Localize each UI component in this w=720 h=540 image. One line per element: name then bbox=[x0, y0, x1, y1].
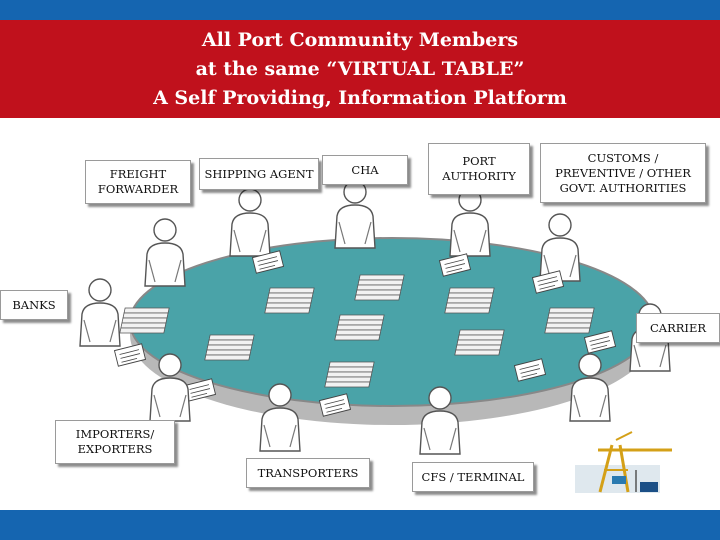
label-freight-forwarder: FREIGHT FORWARDER bbox=[85, 160, 191, 204]
document-stack-icon bbox=[204, 334, 255, 361]
document-stack-icon bbox=[324, 361, 375, 388]
label-cha: CHA bbox=[322, 155, 408, 185]
person-icon bbox=[229, 188, 271, 257]
label-cfs-terminal: CFS / TERMINAL bbox=[412, 462, 534, 492]
document-stack-icon bbox=[544, 307, 595, 334]
title-line-2: at the same “VIRTUAL TABLE” bbox=[195, 57, 525, 80]
person-icon bbox=[79, 278, 121, 347]
document-stack-icon bbox=[264, 287, 315, 314]
top-bar bbox=[0, 0, 720, 20]
title-line-3: A Self Providing, Information Platform bbox=[153, 86, 567, 109]
label-port-authority: PORT AUTHORITY bbox=[428, 143, 530, 195]
person-icon bbox=[144, 218, 186, 287]
label-transporters: TRANSPORTERS bbox=[246, 458, 370, 488]
crane-icon bbox=[575, 431, 672, 493]
person-icon bbox=[449, 188, 491, 257]
document-icon bbox=[114, 343, 146, 367]
label-importers-exporters: IMPORTERS/ EXPORTERS bbox=[55, 420, 175, 464]
label-carrier: CARRIER bbox=[636, 313, 720, 343]
title-line-1: All Port Community Members bbox=[201, 28, 519, 51]
title-banner: All Port Community Members at the same “… bbox=[0, 20, 720, 118]
document-stack-icon bbox=[454, 329, 505, 356]
bottom-bar bbox=[0, 510, 720, 540]
person-icon bbox=[334, 180, 376, 249]
document-stack-icon bbox=[119, 307, 170, 334]
document-stack-icon bbox=[354, 274, 405, 301]
label-shipping-agent: SHIPPING AGENT bbox=[199, 158, 319, 190]
document-stack-icon bbox=[334, 314, 385, 341]
document-stack-icon bbox=[444, 287, 495, 314]
label-banks: BANKS bbox=[0, 290, 68, 320]
label-customs: CUSTOMS / PREVENTIVE / OTHER GOVT. AUTHO… bbox=[540, 143, 706, 203]
